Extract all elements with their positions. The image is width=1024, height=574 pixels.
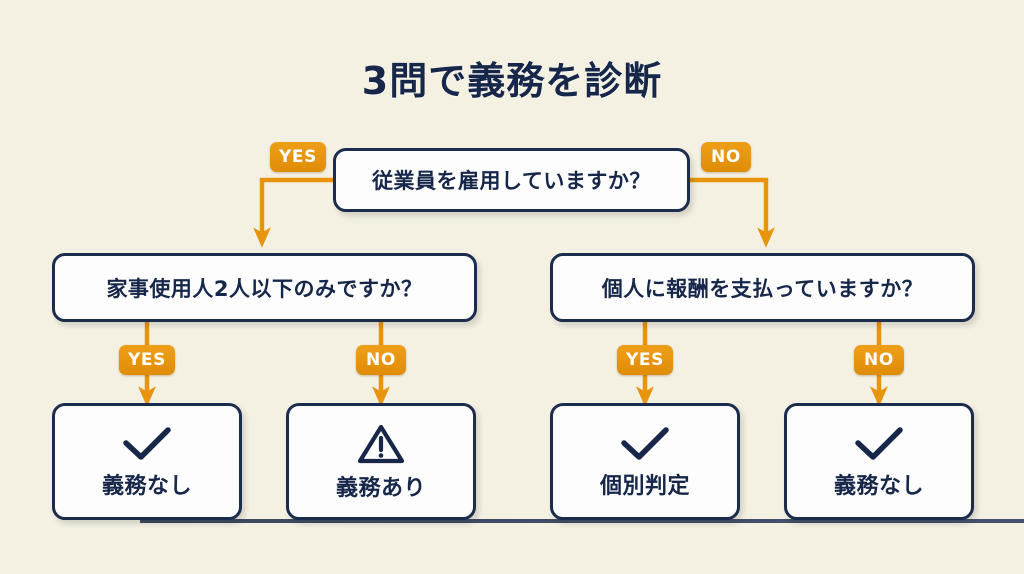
result-left-yes-label: 義務なし [101, 473, 192, 499]
question-box-root[interactable]: 従業員を雇用していますか？ [333, 148, 690, 212]
result-box-right-no[interactable]: 義務なし [784, 403, 974, 520]
question-box-right[interactable]: 個人に報酬を支払っていますか？ [550, 253, 975, 322]
result-right-no-label: 義務なし [833, 473, 924, 499]
result-box-left-no[interactable]: 義務あり [286, 403, 476, 520]
badge-root-yes: YES [270, 142, 326, 172]
badge-root-no: NO [701, 142, 751, 172]
badge-left-no: NO [356, 345, 406, 375]
question-box-left[interactable]: 家事使用人2人以下のみですか？ [52, 253, 477, 322]
question-root-text: 従業員を雇用していますか？ [372, 169, 651, 193]
check-icon [119, 424, 175, 464]
badge-right-no: NO [854, 345, 904, 375]
result-box-right-yes[interactable]: 個別判定 [550, 403, 740, 520]
result-box-left-yes[interactable]: 義務なし [52, 403, 242, 520]
badge-left-yes: YES [119, 345, 175, 375]
result-left-no-label: 義務あり [335, 475, 426, 501]
warning-icon [356, 422, 406, 466]
page-title: 3問で義務を診断 [361, 59, 663, 103]
page-bottom-edge [140, 519, 1024, 523]
check-icon [617, 424, 673, 464]
result-right-yes-label: 個別判定 [599, 473, 690, 499]
question-right-text: 個人に報酬を支払っていますか？ [601, 276, 924, 301]
question-left-text: 家事使用人2人以下のみですか？ [106, 276, 423, 301]
check-icon [851, 424, 907, 464]
badge-right-yes: YES [617, 345, 673, 375]
